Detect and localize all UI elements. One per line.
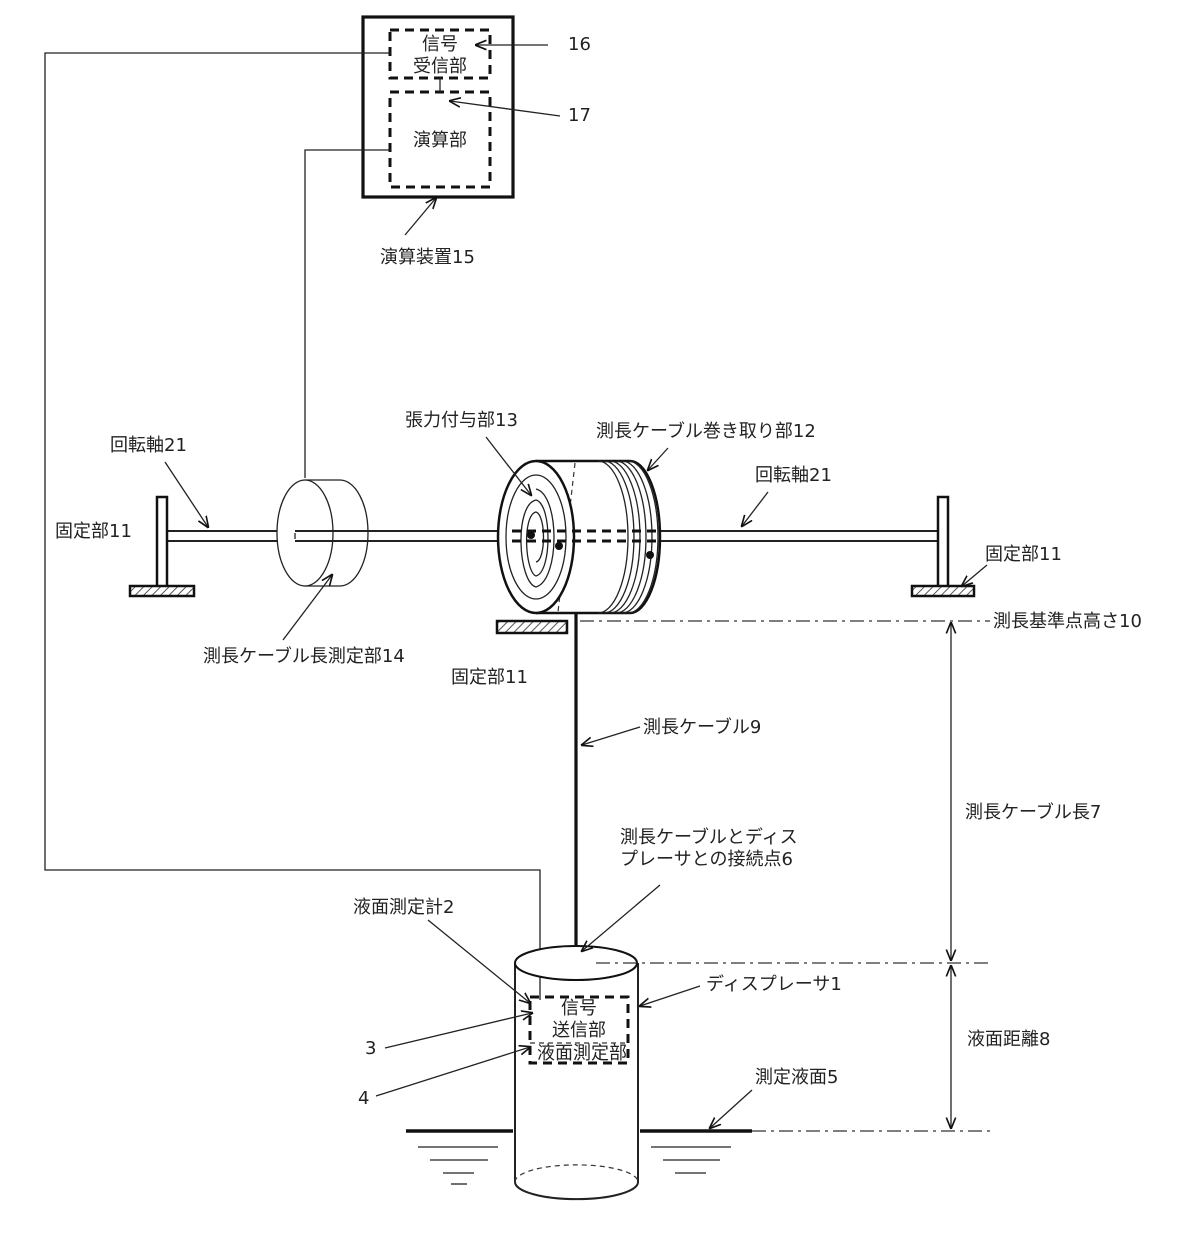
- measured-surface-label: 測定液面5: [755, 1067, 838, 1088]
- leader-fixed-right: [962, 564, 988, 586]
- leader-connection-point: [582, 884, 661, 951]
- signal-wire-to-length-meter: [304, 149, 390, 478]
- leader-ref-3: [384, 1013, 532, 1049]
- fixed-left-label: 固定部11: [55, 521, 132, 542]
- reference-height-label: 測長基準点高さ10: [993, 611, 1142, 632]
- rotation-axis-right-label: 回転軸21: [755, 465, 832, 486]
- displacer-label: ディスプレーサ1: [706, 974, 842, 995]
- tension-unit-label: 張力付与部13: [405, 410, 518, 431]
- ref-17-label: 17: [568, 105, 591, 126]
- leader-level-meter: [427, 919, 530, 1003]
- fixed-part-left: [128, 495, 196, 598]
- cable-winding-drum: [496, 459, 662, 615]
- leader-17: [450, 101, 561, 117]
- leader-length-measure-unit: [282, 575, 332, 641]
- fixed-part-right: [910, 495, 976, 598]
- ref-4-label: 4: [358, 1088, 369, 1109]
- leader-rotation-axis-left: [164, 461, 208, 527]
- signal-receiver-label: 信号受信部: [413, 34, 467, 77]
- rotation-axis-left-label: 回転軸21: [110, 435, 187, 456]
- level-meter-box: [528, 995, 630, 1065]
- liquid-distance-label: 液面距離8: [967, 1029, 1050, 1050]
- level-measure-unit-label: 液面測定部: [537, 1043, 627, 1064]
- cable-length-label: 測長ケーブル長7: [965, 801, 1101, 823]
- leader-displacer: [640, 985, 701, 1006]
- cable-label: 測長ケーブル9: [643, 716, 761, 738]
- leader-ref-4: [375, 1047, 530, 1097]
- leader-measured-surface: [710, 1089, 753, 1128]
- fixed-part-center: [495, 619, 569, 635]
- computing-unit-label: 演算部: [413, 130, 467, 151]
- leader-computing-device: [404, 198, 436, 236]
- displacer: 信号送信部 液面測定部: [514, 945, 639, 1201]
- leader-winding-unit: [648, 447, 669, 470]
- fixed-right-label: 固定部11: [985, 544, 1062, 565]
- fixed-center-label: 固定部11: [451, 667, 528, 688]
- signal-wire-to-transmitter: [44, 52, 541, 1000]
- level-meter-label: 液面測定計2: [353, 897, 454, 918]
- cable-length-measuring-unit: [276, 479, 372, 587]
- tension-unit-face: [496, 459, 576, 615]
- signal-transmitter-label: 信号送信部: [552, 998, 606, 1041]
- winding-unit-label: 測長ケーブル巻き取り部12: [596, 420, 816, 442]
- connection-point-label: 測長ケーブルとディスプレーサとの接続点6: [620, 826, 798, 870]
- ref-16-label: 16: [568, 34, 591, 55]
- leader-cable: [582, 726, 641, 745]
- liquid-surface: [406, 1129, 752, 1185]
- computing-device-label: 演算装置15: [380, 247, 475, 268]
- leader-tension-unit: [485, 436, 531, 495]
- length-measure-unit-label: 測長ケーブル長測定部14: [203, 645, 405, 667]
- ref-3-label: 3: [365, 1038, 376, 1059]
- leader-rotation-axis-right: [742, 491, 769, 526]
